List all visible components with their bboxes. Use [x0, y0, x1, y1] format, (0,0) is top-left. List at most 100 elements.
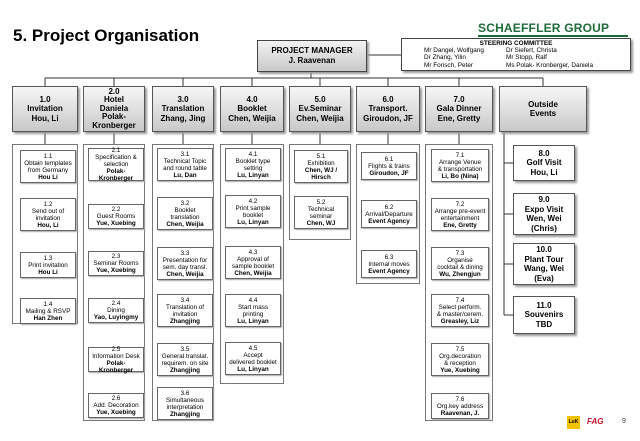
committee-member: Ms Polak- Kronberger, Daniela — [506, 61, 594, 69]
event-line: Golf Visit — [526, 158, 562, 168]
task-text: invitation — [35, 214, 61, 222]
task-text: Send out of — [31, 207, 65, 215]
task-owner: Hou Li — [38, 173, 58, 181]
page-title: 5. Project Organisation — [13, 26, 200, 45]
task-text: booklet — [242, 211, 264, 219]
workstream-header-booklet: 4.0 Booklet Chen, Weijia — [220, 86, 284, 132]
task-owner: Yue, Xuebing — [96, 409, 136, 416]
task-text: Add. Decoration — [93, 402, 139, 409]
workstream-number: 4.0 — [246, 94, 258, 104]
task-text: Obtain templates — [24, 159, 72, 167]
task-text: entertainment — [440, 214, 480, 222]
task-number: 2.4 — [111, 300, 121, 307]
task-text: Information Desk — [92, 352, 140, 360]
task-number: 3.5 — [180, 345, 190, 353]
task-text: sem. day transl. — [162, 263, 208, 271]
task-text: Seminar Rooms — [93, 260, 139, 267]
task-number: 5.1 — [316, 152, 326, 160]
task-text: Booklet — [174, 206, 196, 214]
workstream-column — [289, 144, 351, 240]
task-text: from Germany — [27, 166, 69, 174]
task-number: 4.1 — [248, 150, 258, 158]
task-number: 1.3 — [43, 254, 53, 262]
task-text: selection — [103, 161, 129, 168]
task-text: sample booklet — [231, 262, 275, 270]
event-line: (Eva) — [534, 273, 554, 283]
event-line: Hou, Li — [530, 167, 558, 177]
task-box-3-5: 3.5 General translat. requirem. on site … — [157, 343, 213, 376]
task-text: seminar — [309, 212, 333, 220]
workstream-column — [356, 144, 420, 284]
workstream-number: 7.0 — [453, 94, 465, 104]
workstream-column — [152, 144, 214, 421]
task-box-1-3: 1.3 Print invitation Hou Li — [20, 252, 76, 278]
task-box-6-1: 6.1 Flights & trains Giroudon, JF — [361, 152, 417, 180]
task-number: 4.3 — [248, 248, 258, 256]
workstream-line: Invitation — [27, 104, 63, 114]
event-number: 8.0 — [538, 148, 550, 158]
task-number: 3.4 — [180, 296, 190, 304]
luk-logo: LuK — [567, 416, 580, 429]
task-number: 2.5 — [111, 345, 121, 353]
workstream-line: Hotel — [104, 95, 124, 105]
task-box-4-1: 4.1 Booklet type setting Lu, Linyan — [225, 148, 281, 181]
task-box-1-2: 1.2 Send out of invitation Hou, Li — [20, 198, 76, 231]
task-owner: Yue, Xuebing — [96, 220, 136, 227]
task-owner: Polak- Kronberger — [98, 168, 134, 182]
workstream-line: Ene, Gretty — [437, 113, 481, 123]
task-text: setting — [243, 164, 263, 172]
project-manager-box: PROJECT MANAGER J. Raavenan — [257, 40, 367, 72]
task-owner: Greasley, Liz — [440, 317, 480, 325]
workstream-number: 5.0 — [314, 94, 326, 104]
task-box-1-4: 1.4 Mailing & RSVP Han Zhen — [20, 298, 76, 324]
task-owner: Polak- Kronberger — [98, 359, 134, 374]
task-number: 6.3 — [384, 253, 394, 261]
task-text: Booklet type — [235, 157, 271, 165]
task-number: 6.2 — [384, 203, 394, 211]
task-number: 7.1 — [455, 151, 465, 159]
workstream-line: Outside — [528, 99, 558, 109]
workstream-header-seminar: 5.0 Ev.Seminar Chen, Weijia — [289, 86, 351, 132]
task-box-6-3: 6.3 Internal moves Event Agency — [361, 250, 417, 278]
workstream-line: Daniela — [99, 103, 129, 113]
task-text: Arrival/Departure — [365, 210, 413, 218]
task-text: Presentation for — [162, 256, 208, 264]
outside-event-souvenirs: 11.0 Souvenirs TBD — [513, 296, 575, 334]
task-number: 2.2 — [111, 206, 121, 213]
event-number: 11.0 — [536, 300, 552, 310]
workstream-number: 3.0 — [177, 94, 189, 104]
task-owner: Zhangjing — [169, 410, 201, 418]
task-text: translation — [170, 213, 200, 221]
task-number: 2.1 — [111, 147, 121, 154]
task-number: 3.3 — [180, 249, 190, 257]
workstream-line: Hou, Li — [31, 113, 59, 123]
task-box-6-2: 6.2 Arrival/Departure Event Agency — [361, 200, 417, 228]
task-owner: Hou Li — [38, 268, 58, 276]
task-box-2-3: 2.3 Seminar Rooms Yue, Xuebing — [88, 251, 144, 276]
task-text: Technical Topic — [163, 157, 207, 165]
event-number: 9.0 — [538, 195, 550, 204]
event-line: Wang, Wei — [524, 264, 564, 273]
task-text: Internal moves — [368, 260, 410, 268]
brand-logo-text: SCHAEFFLER GROUP — [478, 21, 610, 35]
steering-committee-title: STEERING COMMITTEE — [479, 40, 553, 47]
workstream-line: Zhang, Jing — [160, 113, 206, 123]
workstream-line: Chen, Weijia — [228, 113, 276, 123]
workstream-line: Ev.Seminar — [298, 104, 342, 114]
workstream-header-outside-events: Outside Events — [499, 86, 587, 132]
task-number: 7.5 — [455, 345, 465, 353]
task-owner: Lu, Linyan — [237, 171, 269, 179]
task-box-7-6: 7.6 Org.key address Raavenan, J. — [431, 393, 489, 419]
workstream-line: Translation — [161, 104, 205, 114]
committee-member: Dr Zhang, Yilin — [424, 54, 466, 62]
task-number: 1.4 — [43, 300, 53, 308]
task-text: Org.key address — [436, 402, 484, 410]
workstream-column — [425, 144, 493, 421]
task-box-7-2: 7.2 Arrange pre-event entertainment Ene,… — [431, 198, 489, 231]
task-text: Specification & — [95, 154, 137, 161]
task-box-5-1: 5.1 Exhibition Chen, WJ / Hirsch — [294, 150, 348, 183]
task-owner: Yue, Xuebing — [96, 267, 136, 274]
task-text: Select perform. — [438, 303, 482, 311]
workstream-header-invitation: 1.0 Invitation Hou, Li — [12, 86, 78, 132]
task-number: 2.3 — [111, 253, 121, 260]
